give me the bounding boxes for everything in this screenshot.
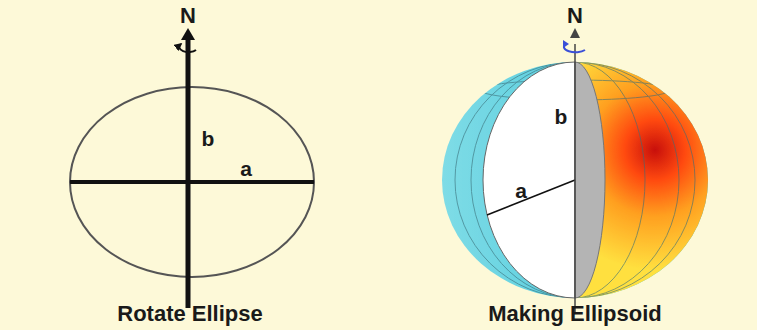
- rotation-symbol: [179, 44, 196, 52]
- semi-major-radius: [487, 180, 575, 215]
- caption-label: Rotate Ellipse: [117, 303, 262, 325]
- ellipse-outline: [70, 87, 314, 277]
- rotation-axis: [186, 36, 191, 308]
- major-axis: [70, 180, 314, 184]
- semi-major-label: a: [240, 158, 252, 179]
- north-label: N: [180, 5, 196, 27]
- north-label: N: [567, 5, 583, 27]
- ellipsoid: [442, 28, 708, 312]
- rotation-axis: [574, 44, 576, 312]
- semi-minor-label: b: [555, 106, 568, 127]
- axis-arrowhead: [181, 28, 195, 40]
- semi-major-label: a: [515, 180, 527, 201]
- caption-label: Making Ellipsoid: [488, 303, 662, 325]
- semi-minor-label: b: [202, 128, 215, 149]
